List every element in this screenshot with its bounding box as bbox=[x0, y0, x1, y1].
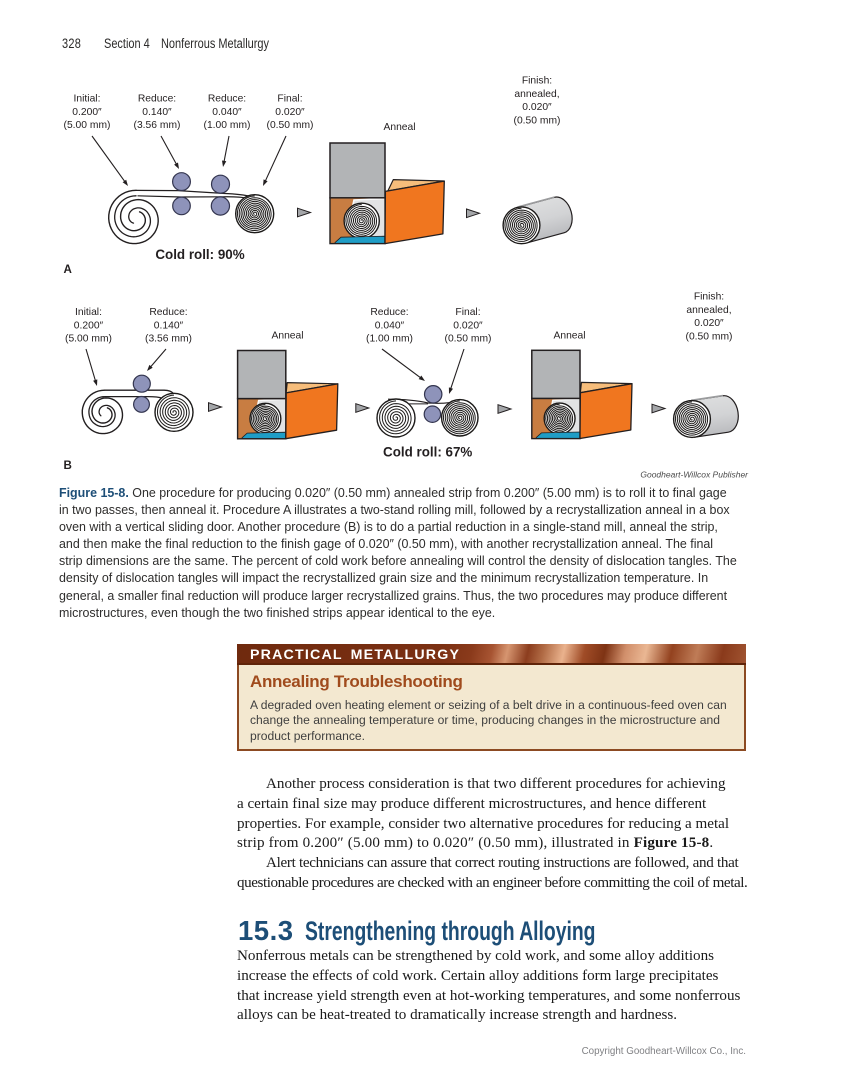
svg-text:Cold roll: 67%: Cold roll: 67% bbox=[383, 445, 472, 460]
svg-text:(3.56 mm): (3.56 mm) bbox=[134, 120, 181, 131]
svg-text:Reduce:: Reduce: bbox=[370, 307, 408, 318]
svg-text:0.020″: 0.020″ bbox=[522, 102, 552, 113]
svg-text:0.140″: 0.140″ bbox=[142, 107, 172, 118]
svg-text:annealed,: annealed, bbox=[686, 305, 731, 316]
svg-text:Initial:: Initial: bbox=[75, 307, 102, 318]
svg-text:(0.50 mm): (0.50 mm) bbox=[267, 120, 314, 131]
svg-text:B: B bbox=[64, 459, 72, 472]
svg-text:(0.50 mm): (0.50 mm) bbox=[445, 334, 492, 345]
svg-text:0.200″: 0.200″ bbox=[72, 107, 102, 118]
svg-text:(5.00 mm): (5.00 mm) bbox=[64, 120, 111, 131]
svg-text:0.040″: 0.040″ bbox=[375, 320, 405, 331]
svg-text:(0.50 mm): (0.50 mm) bbox=[514, 115, 561, 126]
svg-text:Reduce:: Reduce: bbox=[208, 94, 246, 105]
svg-text:(0.50 mm): (0.50 mm) bbox=[686, 331, 733, 342]
svg-text:Anneal: Anneal bbox=[553, 331, 585, 342]
svg-text:(5.00 mm): (5.00 mm) bbox=[65, 334, 112, 345]
svg-text:Reduce:: Reduce: bbox=[138, 94, 176, 105]
svg-text:Finish:: Finish: bbox=[694, 292, 724, 303]
svg-text:(3.56 mm): (3.56 mm) bbox=[145, 334, 192, 345]
svg-text:0.140″: 0.140″ bbox=[154, 320, 184, 331]
svg-text:Cold roll: 90%: Cold roll: 90% bbox=[155, 247, 244, 262]
svg-text:(1.00 mm): (1.00 mm) bbox=[204, 120, 251, 131]
svg-text:Anneal: Anneal bbox=[271, 331, 303, 342]
svg-text:Final:: Final: bbox=[277, 94, 302, 105]
svg-text:Goodheart-Willcox Publisher: Goodheart-Willcox Publisher bbox=[640, 470, 749, 480]
svg-text:A: A bbox=[64, 263, 73, 276]
svg-text:Final:: Final: bbox=[455, 307, 480, 318]
svg-text:Anneal: Anneal bbox=[383, 122, 415, 133]
svg-text:0.020″: 0.020″ bbox=[694, 318, 724, 329]
svg-text:annealed,: annealed, bbox=[514, 89, 559, 100]
svg-text:Initial:: Initial: bbox=[74, 94, 101, 105]
svg-text:0.200″: 0.200″ bbox=[74, 320, 104, 331]
svg-text:0.020″: 0.020″ bbox=[275, 107, 305, 118]
svg-text:Reduce:: Reduce: bbox=[149, 307, 187, 318]
svg-text:0.040″: 0.040″ bbox=[212, 107, 242, 118]
svg-text:Finish:: Finish: bbox=[522, 76, 552, 87]
svg-text:0.020″: 0.020″ bbox=[453, 320, 483, 331]
svg-text:(1.00 mm): (1.00 mm) bbox=[366, 334, 413, 345]
